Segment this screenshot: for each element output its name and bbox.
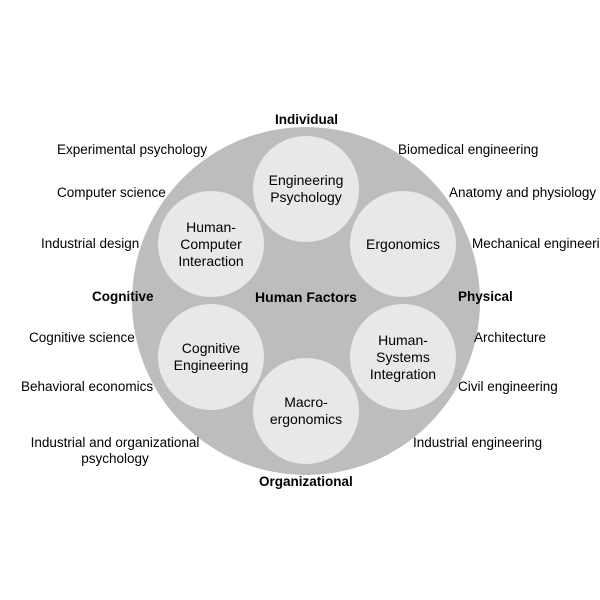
right-field-1: Biomedical engineering — [398, 142, 539, 157]
center-label: Human Factors — [255, 289, 357, 305]
engineering-psychology-node: Engineering Psychology — [253, 136, 359, 242]
left-field-6: Industrial and organizational psychology — [30, 435, 200, 466]
left-field-2: Computer science — [57, 185, 166, 200]
axis-left-label: Cognitive — [92, 289, 154, 304]
hsi-label: Human- Systems Integration — [369, 331, 437, 382]
right-field-3: Mechanical engineeri — [472, 236, 600, 251]
left-field-3: Industrial design — [41, 236, 140, 251]
right-field-4: Architecture — [474, 330, 547, 345]
axis-top-label: Individual — [275, 112, 339, 127]
right-field-2: Anatomy and physiology — [449, 185, 597, 200]
left-field-5: Behavioral economics — [21, 379, 154, 394]
ergonomics-node: Ergonomics — [350, 191, 456, 297]
hci-label: Human- Computer Interaction — [178, 218, 244, 269]
hci-node: Human- Computer Interaction — [158, 191, 264, 297]
right-field-6: Industrial engineering — [413, 435, 543, 450]
left-field-1: Experimental psychology — [57, 142, 208, 157]
cognitive-engineering-node: Cognitive Engineering — [158, 304, 264, 410]
right-field-5: Civil engineering — [458, 379, 558, 394]
axis-right-label: Physical — [458, 289, 513, 304]
ergonomics-label: Ergonomics — [366, 235, 440, 252]
cognitive-engineering-label: Cognitive Engineering — [173, 340, 249, 373]
axis-bottom-label: Organizational — [259, 474, 353, 489]
engineering-psychology-label: Engineering Psychology — [268, 172, 344, 205]
hsi-node: Human- Systems Integration — [350, 304, 456, 410]
macroergonomics-node: Macro- ergonomics — [253, 358, 359, 464]
left-field-4: Cognitive science — [29, 330, 135, 345]
macroergonomics-label: Macro- ergonomics — [269, 394, 343, 427]
